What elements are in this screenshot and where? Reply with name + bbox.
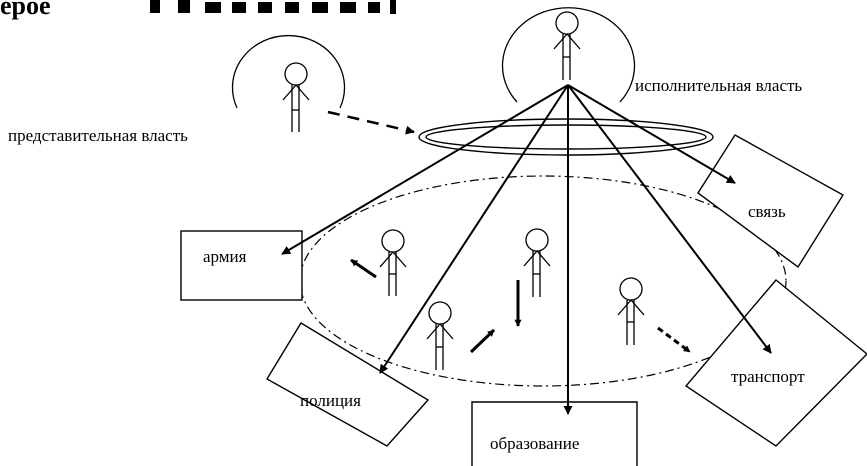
- arrow-to-communication: [567, 84, 736, 184]
- citizen-arrow-1: [350, 258, 377, 279]
- arrow-to-army: [281, 84, 569, 255]
- citizen-person-icon-1: [379, 229, 407, 296]
- arrow-to-transport: [567, 84, 772, 354]
- header-fragment: ерое: [0, 0, 51, 20]
- police-label: полиция: [300, 391, 361, 410]
- executive-arrows: [281, 84, 772, 415]
- executive-person-icon: [553, 11, 581, 80]
- representative-ellipse: [231, 34, 346, 109]
- transport-label: транспорт: [731, 367, 805, 386]
- citizen-arrow-4: [657, 326, 691, 354]
- police-box: [266, 322, 430, 447]
- army-box: [180, 230, 303, 301]
- citizen-person-icon-4: [617, 277, 645, 345]
- citizen-arrow-3: [469, 328, 496, 354]
- education-box: [471, 401, 638, 466]
- education-label: образование: [490, 434, 579, 453]
- representative-label: представительная власть: [8, 126, 188, 145]
- representative-person-icon: [282, 62, 310, 132]
- citizen-person-icon-2: [523, 228, 551, 297]
- executive-label: исполнительная власть: [635, 76, 802, 95]
- halo-ring-outer: [418, 118, 714, 156]
- communication-box: [697, 134, 844, 269]
- executive-ellipse: [501, 7, 636, 103]
- arrow-to-police: [379, 84, 569, 374]
- header-cropped-glyphs: [150, 0, 396, 14]
- communication-label: связь: [748, 202, 786, 221]
- army-label: армия: [203, 247, 247, 266]
- society-ellipse: [299, 175, 787, 387]
- representative-arrow: [327, 110, 415, 135]
- halo-ring-inner: [425, 124, 707, 150]
- transport-box: [684, 279, 867, 447]
- citizen-person-icon-3: [426, 301, 454, 370]
